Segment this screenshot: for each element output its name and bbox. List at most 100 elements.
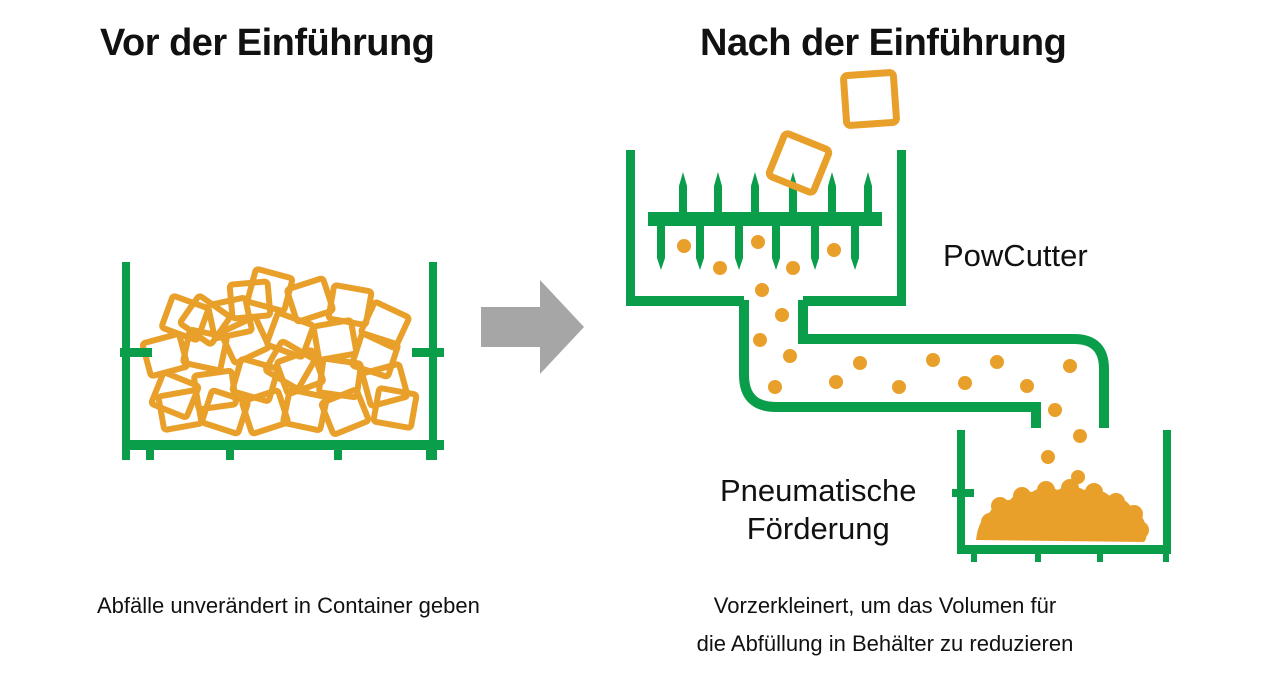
scrap-piece	[310, 317, 360, 363]
cutter-spike	[851, 226, 859, 270]
bin-base	[957, 545, 1171, 554]
cutter-spike	[772, 226, 780, 270]
cutter-spike	[657, 226, 665, 270]
particle-dot	[829, 375, 843, 389]
particle-dot	[677, 239, 691, 253]
bin-foot	[1163, 552, 1169, 562]
bin-foot	[1035, 552, 1041, 562]
before-caption: Abfälle unverändert in Container geben	[97, 593, 480, 618]
scrap-piece	[263, 338, 317, 392]
cutter-spike	[696, 226, 704, 270]
cutter-spike	[751, 172, 759, 226]
granule	[991, 497, 1009, 515]
particle-dot	[1063, 359, 1077, 373]
cutter-shaft	[648, 212, 882, 226]
falling-scrap	[840, 69, 900, 129]
particle-dot	[1020, 379, 1034, 393]
granule	[1085, 483, 1103, 501]
scrap-piece	[148, 370, 202, 420]
cutter-spike	[714, 172, 722, 226]
frame-rung	[412, 348, 444, 357]
particle-dot	[853, 356, 867, 370]
particle-dot	[1041, 450, 1055, 464]
particle-dot	[786, 261, 800, 275]
right-arrow-icon	[481, 280, 584, 374]
container-frame	[120, 262, 444, 460]
duct-outer-wall	[739, 300, 1041, 428]
cutter-right-wall	[897, 150, 906, 305]
bin-foot	[971, 552, 977, 562]
scrap-pieces	[139, 266, 420, 437]
cutter-floor-left	[626, 296, 744, 306]
frame-foot	[146, 448, 154, 460]
cutter-floor-right	[803, 296, 906, 306]
after-caption-line2: die Abfüllung in Behälter zu reduzieren	[696, 631, 1074, 656]
frame-left-wall	[122, 262, 130, 460]
frame-foot	[226, 448, 234, 460]
scrap-piece	[177, 293, 233, 347]
bin-full-of-scrap-icon	[120, 262, 444, 460]
before-heading: Vor der Einführung	[100, 22, 435, 64]
cutter-spike	[811, 226, 819, 270]
pneumatic-label-line2: Förderung	[746, 511, 890, 546]
particle-dot	[768, 380, 782, 394]
powcutter-label: PowCutter	[943, 238, 1088, 273]
cutter-spike	[735, 226, 743, 270]
particle-dot	[713, 261, 727, 275]
duct-inner-wall	[798, 300, 1109, 428]
particle-dot	[926, 353, 940, 367]
shredded-particles	[677, 235, 1087, 484]
granule	[981, 513, 999, 531]
cutter-spike	[789, 172, 797, 226]
particle-dot	[1073, 429, 1087, 443]
granule	[1131, 521, 1149, 539]
bin-rung	[952, 489, 974, 497]
after-caption-line1: Vorzerkleinert, um das Volumen für	[713, 593, 1057, 618]
scrap-piece	[370, 385, 420, 431]
granule	[1037, 481, 1055, 499]
particle-dot	[755, 283, 769, 297]
cutter-left-wall	[626, 150, 635, 305]
granule	[1107, 493, 1125, 511]
falling-scrap	[765, 130, 833, 196]
pneumatic-conveying-label: Pneumatische Förderung	[720, 472, 916, 548]
scrap-piece	[199, 387, 251, 437]
after-heading: Nach der Einführung	[700, 22, 1067, 64]
scrap-piece	[218, 314, 272, 366]
particle-dot	[751, 235, 765, 249]
particle-dot	[990, 355, 1004, 369]
scrap-piece	[318, 387, 372, 437]
frame-foot	[334, 448, 342, 460]
scrap-piece	[180, 326, 230, 374]
granule	[1125, 505, 1143, 523]
particle-dot	[827, 243, 841, 257]
pneumatic-duct-icon	[739, 300, 1109, 428]
particle-dot	[753, 333, 767, 347]
frame-base	[122, 440, 444, 450]
scrap-piece	[284, 275, 336, 325]
particle-dot	[783, 349, 797, 363]
spiked-cutter-icon	[626, 150, 906, 306]
granule	[1061, 479, 1079, 497]
frame-right-wall	[429, 262, 437, 460]
frame-rung	[120, 348, 152, 357]
cutter-spike	[864, 172, 872, 226]
frame-foot	[426, 448, 434, 460]
scrap-piece	[155, 387, 205, 433]
bin-right-wall	[1163, 430, 1171, 552]
granule	[1013, 487, 1031, 505]
pneumatic-label-line1: Pneumatische	[720, 473, 917, 508]
scrap-piece	[226, 278, 274, 322]
scrap-piece	[264, 310, 316, 360]
after-caption: Vorzerkleinert, um das Volumen für die A…	[650, 587, 1120, 663]
scrap-piece	[205, 294, 255, 342]
falling-scrap-pieces	[765, 69, 900, 196]
particle-dot	[1048, 403, 1062, 417]
particle-dot	[958, 376, 972, 390]
bin-foot	[1097, 552, 1103, 562]
cutter-spike	[679, 172, 687, 226]
particle-dot	[892, 380, 906, 394]
bin-with-granules-icon	[952, 430, 1171, 562]
particle-dot	[775, 308, 789, 322]
